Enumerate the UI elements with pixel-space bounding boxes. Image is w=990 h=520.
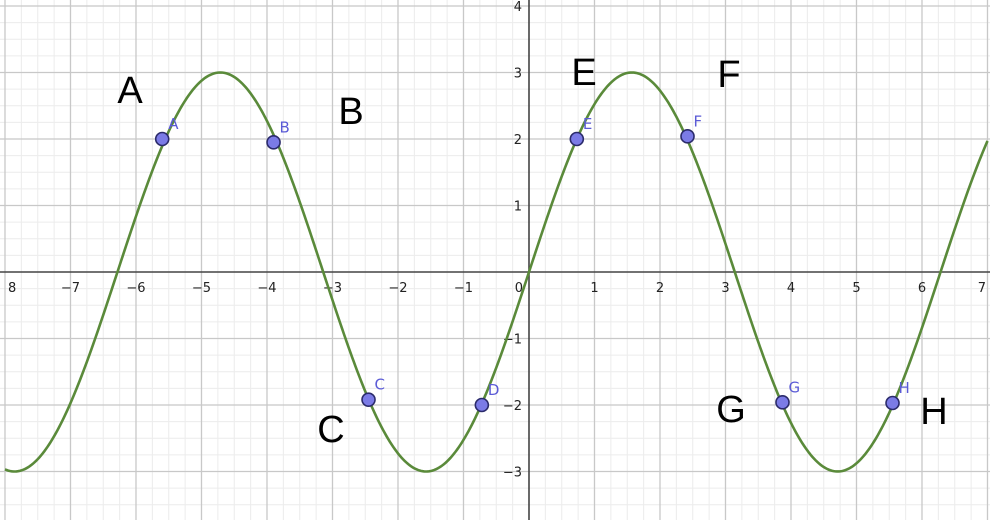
y-tick-label: −2 bbox=[503, 399, 522, 414]
point-c bbox=[361, 392, 376, 407]
x-tick-label: 5 bbox=[852, 281, 860, 296]
point-h bbox=[885, 395, 900, 411]
big-annotations: A B C E F G H bbox=[117, 52, 947, 451]
point-label-h: H bbox=[899, 379, 910, 397]
y-tick-label: 1 bbox=[514, 200, 522, 215]
data-points: A B C D E F G H bbox=[154, 112, 910, 413]
annotation-f: F bbox=[717, 54, 740, 96]
annotation-g: G bbox=[716, 389, 746, 431]
point-label-c: C bbox=[375, 376, 385, 394]
annotation-c: C bbox=[317, 409, 344, 451]
x-tick-label: −5 bbox=[192, 281, 211, 296]
point-label-e: E bbox=[583, 115, 592, 133]
point-d bbox=[474, 397, 490, 413]
x-tick-label: 6 bbox=[918, 281, 926, 296]
point-label-d: D bbox=[488, 381, 500, 399]
annotation-h: H bbox=[920, 391, 947, 433]
point-label-g: G bbox=[788, 378, 800, 396]
point-e bbox=[569, 131, 585, 147]
point-g bbox=[775, 395, 790, 410]
x-tick-label: −7 bbox=[61, 281, 80, 296]
y-tick-label: 2 bbox=[514, 133, 522, 148]
x-tick-label: −2 bbox=[388, 281, 407, 296]
point-label-f: F bbox=[694, 112, 703, 130]
x-tick-label: 4 bbox=[787, 281, 795, 296]
x-tick-label: 8 bbox=[8, 281, 16, 296]
x-tick-label: 0 bbox=[515, 281, 523, 296]
annotation-e: E bbox=[571, 52, 596, 94]
y-tick-label: 4 bbox=[514, 0, 522, 15]
x-tick-label: −4 bbox=[257, 281, 276, 296]
x-tick-label: 3 bbox=[721, 281, 729, 296]
annotation-b: B bbox=[338, 91, 363, 133]
x-tick-label: 1 bbox=[590, 281, 598, 296]
point-b bbox=[266, 135, 281, 150]
x-tick-label: −1 bbox=[454, 281, 473, 296]
point-a bbox=[154, 131, 170, 147]
x-tick-label: −6 bbox=[126, 281, 145, 296]
y-tick-label: −3 bbox=[503, 466, 522, 481]
point-label-a: A bbox=[168, 115, 179, 133]
y-tick-label: 3 bbox=[514, 67, 522, 82]
point-f bbox=[680, 129, 695, 144]
point-label-b: B bbox=[280, 118, 290, 136]
sine-curve bbox=[4, 71, 989, 473]
x-tick-label: 7 bbox=[978, 281, 986, 296]
x-tick-label: 2 bbox=[656, 281, 664, 296]
curve-path bbox=[4, 71, 989, 473]
annotation-a: A bbox=[117, 70, 143, 112]
